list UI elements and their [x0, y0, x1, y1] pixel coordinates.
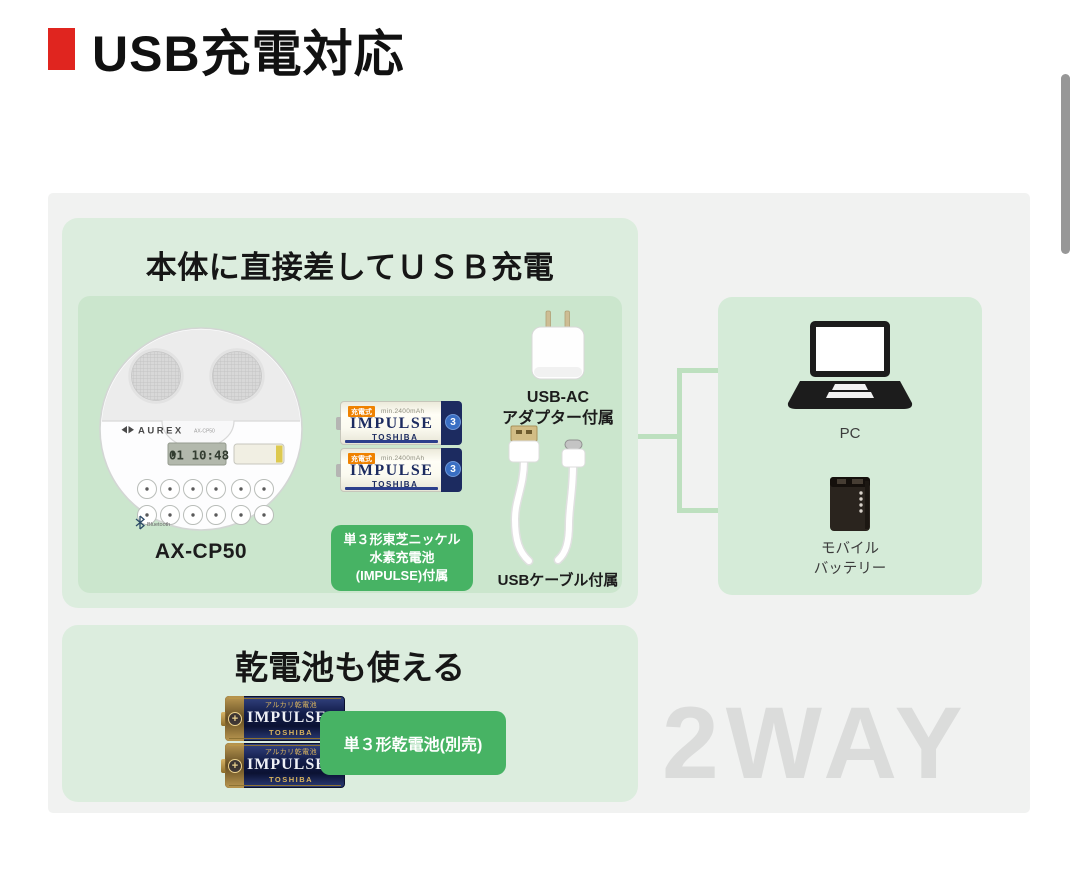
usb-a-plug — [508, 425, 540, 463]
battery-type: アルカリ乾電池 — [264, 749, 318, 756]
battery-maker: TOSHIBA — [268, 775, 314, 784]
svg-text:AX-CP50: AX-CP50 — [194, 429, 215, 435]
battery-terminal — [336, 464, 341, 477]
battery-maker: TOSHIBA — [372, 480, 419, 489]
player-model-label: AX-CP50 — [154, 540, 248, 563]
battery-cap: 3 — [441, 448, 462, 492]
battery-capacity: min.2400mAh — [381, 455, 425, 462]
usb-cable-label: USBケーブル付属 — [497, 572, 619, 589]
usb-ac-adapter-label: USB-AC アダプター付属 — [477, 388, 639, 430]
battery-terminal — [221, 759, 226, 773]
svg-text:AUREX: AUREX — [138, 426, 184, 437]
battery-maker: TOSHIBA — [372, 433, 419, 442]
battery-tag: 充電式 — [348, 406, 375, 417]
usb-ac-adapter-icon — [531, 310, 585, 380]
battery-stripe — [345, 439, 438, 443]
battery-stripe — [345, 486, 438, 490]
rechargeable-battery: 充電式 min.2400mAh IMPULSE TOSHIBA 3 — [336, 448, 462, 492]
speaker-grille-icon — [128, 348, 184, 404]
laptop-icon — [787, 321, 913, 409]
product-photo-area: AUREX AX-CP50 01 10:48 — [78, 296, 622, 593]
plus-terminal-icon: + — [228, 712, 242, 726]
pc-label: PC — [839, 425, 861, 442]
badge-line: 単３形東芝ニッケル — [343, 532, 461, 548]
player-button-glyphs — [145, 487, 266, 517]
connector-line — [638, 434, 682, 439]
battery-brand: IMPULSE — [350, 462, 434, 479]
two-way-watermark: 2WAY — [662, 686, 970, 800]
player-buttons — [137, 479, 274, 525]
power-source-panel: PC モバイル バッテリー — [718, 297, 982, 595]
diagram-canvas: 2WAY 本体に直接差してＵＳＢ充電 — [48, 193, 1030, 813]
battery-tag: 充電式 — [348, 453, 375, 464]
cd-player-illustration: AUREX AX-CP50 01 10:48 — [99, 327, 303, 531]
bluetooth-icon: Bluetooth — [135, 515, 170, 530]
aurex-logo: AUREX AX-CP50 — [121, 426, 215, 437]
connector-line — [677, 368, 720, 373]
battery-brand: IMPULSE — [350, 415, 434, 432]
dry-battery-heading: 乾電池も使える — [234, 649, 465, 686]
svg-text:Bluetooth: Bluetooth — [147, 522, 170, 528]
dry-battery-badge: 単３形乾電池(別売) — [320, 711, 506, 775]
battery-brand: IMPULSE — [247, 756, 327, 773]
page-title: USB充電対応 — [92, 26, 405, 82]
mobile-battery-label: モバイル バッテリー — [718, 539, 982, 580]
adapter-label-line: USB-AC — [526, 389, 590, 406]
dry-battery-panel: 乾電池も使える + アルカリ乾電池 IMPULSE 3 TOSHIBA + アル… — [62, 625, 638, 802]
speaker-grille-icon — [209, 348, 265, 404]
battery-capacity: min.2400mAh — [381, 408, 425, 415]
included-battery-badge: 単３形東芝ニッケル 水素充電池 (IMPULSE)付属 — [331, 525, 473, 591]
battery-maker: TOSHIBA — [268, 728, 314, 737]
cd-slot — [233, 443, 285, 465]
mobile-battery-label-line: モバイル — [821, 541, 879, 557]
mobile-battery-icon — [830, 477, 870, 531]
battery-type: アルカリ乾電池 — [264, 702, 318, 709]
scrollbar-thumb[interactable] — [1061, 74, 1070, 254]
usb-cable-icon — [508, 425, 586, 566]
plus-terminal-icon: + — [228, 759, 242, 773]
battery-terminal — [336, 417, 341, 430]
usb-c-plug — [561, 439, 586, 468]
rechargeable-battery-stack: 充電式 min.2400mAh IMPULSE TOSHIBA 3 充電式 mi… — [336, 401, 462, 495]
battery-brand: IMPULSE — [247, 709, 327, 726]
battery-cap: 3 — [441, 401, 462, 445]
rechargeable-battery: 充電式 min.2400mAh IMPULSE TOSHIBA 3 — [336, 401, 462, 445]
svg-text:01 10:48: 01 10:48 — [169, 448, 229, 463]
connector-line — [677, 508, 720, 513]
mobile-battery-label-line: バッテリー — [813, 561, 887, 578]
badge-line: 水素充電池 — [369, 550, 435, 566]
badge-line: (IMPULSE)付属 — [355, 567, 449, 583]
usb-charge-heading: 本体に直接差してＵＳＢ充電 — [145, 250, 555, 285]
lcd-display: 01 10:48 — [167, 442, 229, 466]
battery-terminal — [221, 712, 226, 726]
usb-charge-panel: 本体に直接差してＵＳＢ充電 — [62, 218, 638, 608]
badge-line: 単３形乾電池(別売) — [343, 737, 483, 754]
adapter-label-line: アダプター付属 — [501, 409, 614, 427]
title-accent-square — [48, 28, 75, 70]
connector-line — [677, 368, 682, 513]
